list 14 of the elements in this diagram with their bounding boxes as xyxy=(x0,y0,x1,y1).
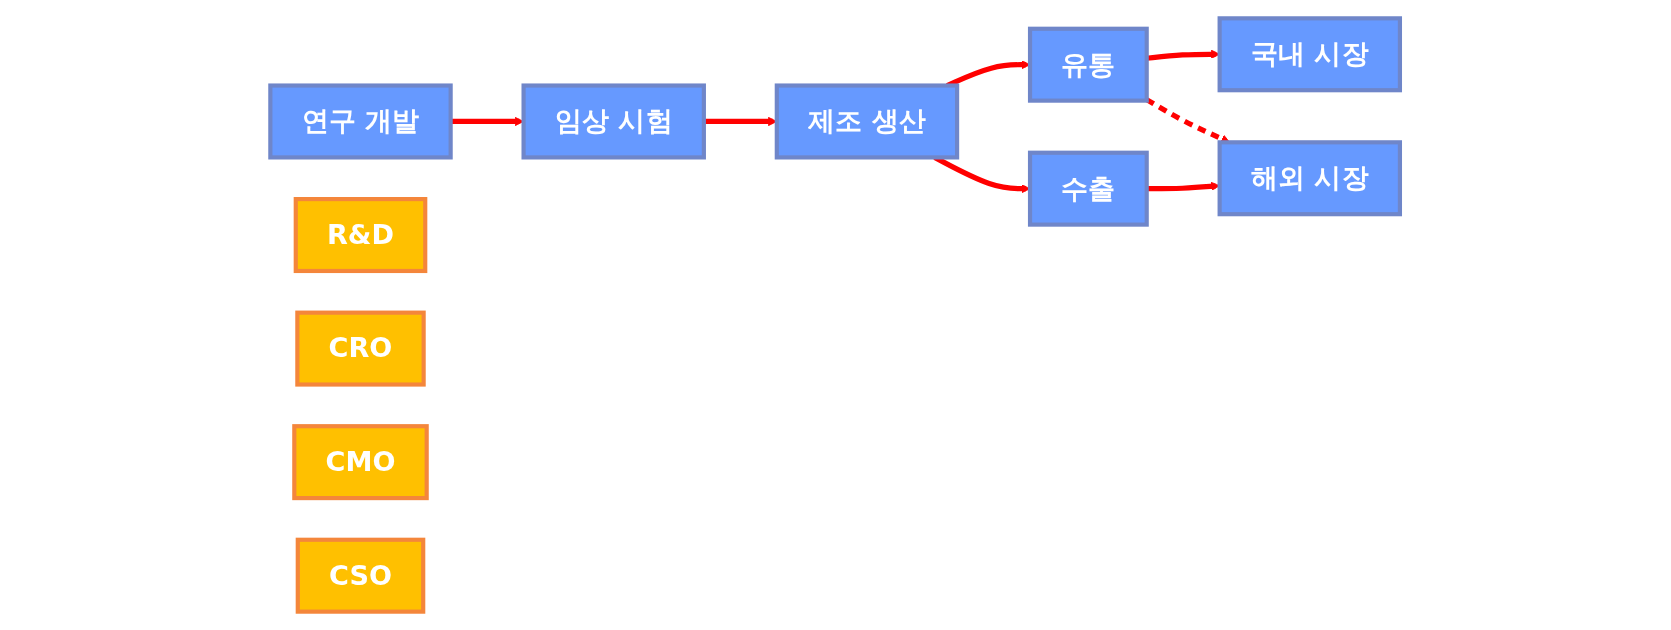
node-box: 수출 xyxy=(1028,150,1150,227)
node-box: 제조 생산 xyxy=(775,83,960,160)
node-box: CSO xyxy=(296,537,426,614)
arrow xyxy=(704,116,778,127)
node-box: CMO xyxy=(292,424,430,501)
arrow xyxy=(1147,181,1221,192)
node-box: CRO xyxy=(295,310,427,387)
node-box: 임상 시험 xyxy=(521,83,707,160)
node-box: 연구 개발 xyxy=(268,83,454,160)
node-box: 국내 시장 xyxy=(1217,16,1403,93)
node-box: 유통 xyxy=(1028,26,1150,103)
arrow xyxy=(1146,49,1221,61)
node-box: R&D xyxy=(294,197,428,274)
node-box: 해외 시장 xyxy=(1217,140,1403,217)
